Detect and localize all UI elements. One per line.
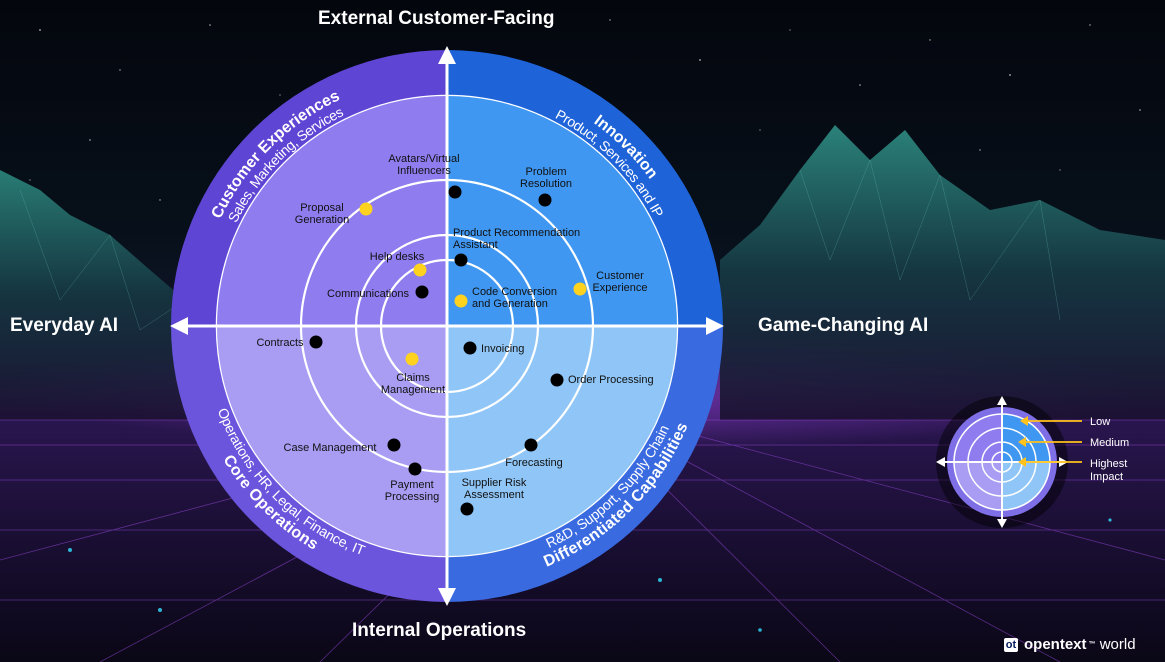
use-case-dot [359,202,373,216]
arrow-down-icon [438,588,456,606]
legend-pointer-low-icon [1020,416,1028,426]
use-case-dot [460,502,474,516]
use-case-label: Help desks [370,251,425,263]
axis-label-top: External Customer-Facing [318,8,555,29]
mountains-right [720,125,1165,420]
quadrant-bl [217,326,447,556]
use-case-dot [573,282,587,296]
axis-label-right: Game-Changing AI [758,315,929,336]
use-case-label: Contracts [256,337,304,349]
quadrant-br [447,326,677,556]
use-case-dot [405,352,419,366]
use-case-dot [448,185,462,199]
use-case-dot [415,285,429,299]
use-case-dot [463,341,477,355]
legend-arrow-left-icon [936,457,945,467]
use-case-dot [387,438,401,452]
use-case-dot [454,253,468,267]
use-case-dots [309,185,587,516]
legend-arrow-up-icon [997,396,1007,405]
inner-quadrants [217,96,677,556]
arrow-left-icon [170,317,188,335]
quadrant-tl [217,96,447,326]
legend-pointer-medium-icon [1018,437,1026,447]
use-case-dot [413,263,427,277]
arrow-up-icon [438,46,456,64]
use-case-dot [524,438,538,452]
opentext-logo-icon: ot [1004,637,1018,652]
use-case-dot [538,193,552,207]
axis-arrowheads [170,46,724,606]
quadrant-tr [447,96,677,326]
mountain-wireframe [19,159,1061,331]
use-case-label: Case Management [284,442,377,454]
use-case-dot [454,294,468,308]
legend-arrow-down-icon [997,519,1007,528]
axes [186,62,708,590]
use-case-dot [309,335,323,349]
mountains-left [0,170,200,420]
legend-label-low: Low [1090,416,1110,428]
arrow-right-icon [706,317,724,335]
use-case-label: Invoicing [481,343,524,355]
legend-label-medium: Medium [1090,437,1129,449]
use-case-label: Order Processing [568,374,654,386]
legend-pointer-high-icon [1018,457,1026,467]
axis-label-bottom: Internal Operations [352,620,527,641]
use-case-dot [408,462,422,476]
use-case-label: Forecasting [505,457,562,469]
brand-mark: ™ [1088,641,1096,648]
brand-suffix: world [1099,636,1136,653]
axis-label-left: Everyday AI [10,315,119,336]
stars [29,19,1141,201]
use-case-label: Communications [327,288,409,300]
use-case-dot [550,373,564,387]
grid-glow-points [68,518,1112,632]
brand-name: opentext [1024,636,1087,653]
